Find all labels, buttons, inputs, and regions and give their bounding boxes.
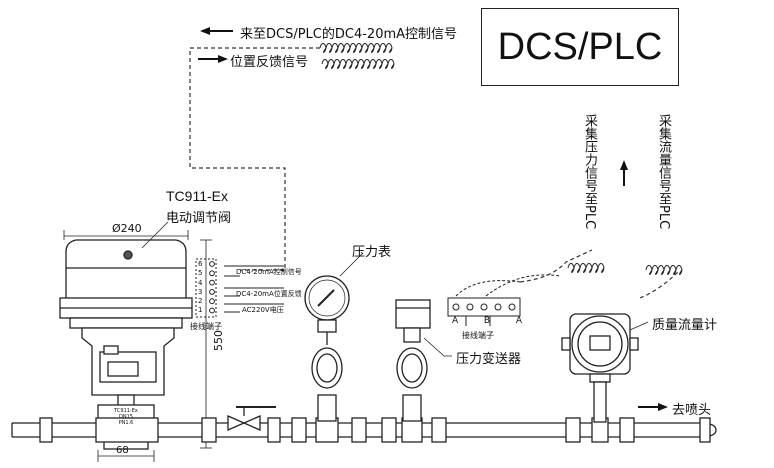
pipe-fitting (699, 417, 711, 443)
terminal-screw (480, 303, 488, 311)
valve-height-label: 550 (212, 330, 225, 351)
dcs-plc-label: DCS/PLC (497, 25, 663, 68)
pipe-fitting (565, 417, 581, 443)
terminal-right-caption: 接线端子 (462, 331, 494, 340)
terminal-left-numbers: 6 5 4 3 2 1 (198, 260, 202, 316)
valve-width-label: 68 (116, 445, 129, 456)
pipe-fitting (351, 417, 367, 443)
nameplate-line-2: DN15 (119, 414, 133, 420)
terminal-number: 3 (198, 287, 203, 296)
nameplate-line-3: PN1.6 (118, 420, 134, 426)
cable-coil (567, 263, 605, 273)
terminal-desc-control: DC4-20mA控制信号 (236, 268, 302, 276)
outlet-label: 去喷头 (672, 403, 712, 418)
terminal-screw (466, 303, 474, 311)
terminal-left-caption: 接线端子 (190, 322, 222, 331)
pipe-fitting (39, 417, 53, 443)
feedback-signal-label: 位置反馈信号 (230, 55, 309, 70)
terminal-screw (494, 303, 502, 311)
terminal-number: 2 (198, 297, 203, 306)
mass-flowmeter (561, 313, 649, 423)
pressure-signal-label: 采集压力信号至PLC (582, 114, 597, 230)
valve-model-label: TC911-Ex (166, 188, 228, 204)
dcs-plc-box: DCS/PLC (481, 8, 679, 86)
dashed-signal-wire (189, 47, 320, 271)
pressure-transmitter-label: 压力变送器 (456, 352, 522, 367)
terminal-letter: A (515, 316, 522, 326)
valve-nameplate: TC911-Ex DN15 PN1.6 (101, 408, 151, 426)
pipe-fitting (291, 417, 307, 443)
terminal-number: 4 (198, 278, 203, 287)
dashed-signal-wires-right (519, 249, 681, 299)
outlet-arrow (638, 403, 668, 411)
dcs-signal-arrow (200, 27, 233, 35)
pressure-gauge-label: 压力表 (352, 245, 392, 260)
main-pipeline (11, 406, 717, 443)
dcs-signal-label: 来至DCS/PLC的DC4-20mA控制信号 (240, 27, 458, 42)
terminal-number: 5 (198, 269, 203, 278)
terminal-screw (209, 279, 215, 286)
terminal-desc-feedback: DC4-20mA位置反馈 (236, 290, 302, 298)
upward-arrow (620, 160, 628, 186)
terminal-screw (452, 303, 460, 311)
pipe-fitting (267, 417, 281, 443)
pressure-gauge (304, 253, 363, 422)
terminal-block-right (447, 274, 561, 326)
valve-diameter-label: Ø240 (112, 222, 142, 235)
pipe-fitting (431, 417, 447, 443)
flow-signal-label: 采集流量信号至PLC (656, 114, 671, 230)
pipe-fitting (619, 417, 635, 443)
terminal-screw (508, 303, 516, 311)
terminal-screw (209, 298, 215, 305)
terminal-right-bottom-letters: A B A (452, 316, 522, 326)
terminal-letter: A (452, 316, 459, 326)
pipe-fitting (381, 417, 397, 443)
cable-coils-right (567, 263, 683, 275)
pipe-fitting (95, 417, 159, 443)
terminal-block-left (195, 258, 284, 318)
terminal-screw (209, 261, 215, 267)
terminal-screw (209, 307, 215, 314)
cable-coil (645, 265, 683, 275)
pipe-fitting (201, 417, 217, 443)
nameplate-line-1: TC911-Ex (114, 408, 138, 414)
terminal-number: 6 (198, 260, 203, 268)
flowmeter-label: 质量流量计 (652, 318, 718, 333)
terminal-screw (209, 289, 215, 295)
valve-name-label: 电动调节阀 (166, 211, 232, 226)
pressure-transmitter (395, 299, 452, 422)
cable-coil-top (319, 43, 395, 69)
terminal-letter: B (483, 316, 491, 326)
terminal-screw (209, 270, 215, 277)
feedback-signal-arrow (198, 55, 228, 63)
terminal-number: 1 (198, 306, 203, 315)
terminal-desc-power: AC220V电压 (242, 306, 284, 314)
